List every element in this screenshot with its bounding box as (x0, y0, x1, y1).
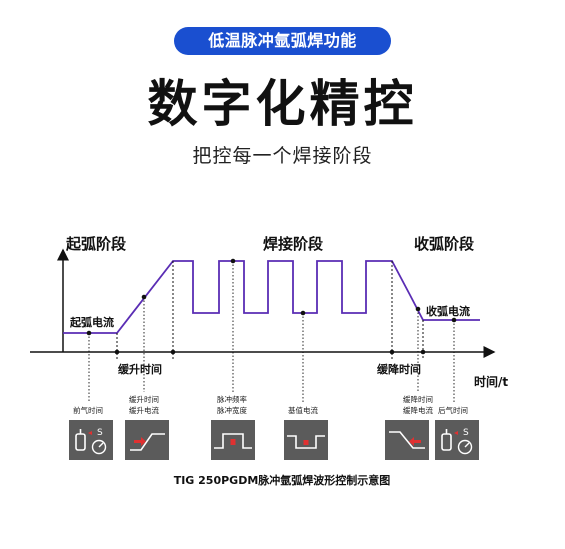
param-base-current: 基值电流 (288, 405, 318, 415)
diagram-caption: TIG 250PGDM脉冲氩弧焊波形控制示意图 (174, 473, 391, 487)
param-post-gas: 后气时间 (438, 405, 468, 415)
x-axis-label: 时间/t (474, 374, 508, 389)
stage-arc-close: 收弧阶段 (414, 235, 474, 253)
svg-text:S: S (463, 428, 469, 438)
gas-valve-icon: S (69, 420, 113, 460)
label-ramp-down-time: 缓降时间 (377, 362, 421, 376)
label-ramp-up-time: 缓升时间 (118, 362, 162, 376)
leader-lines (88, 261, 455, 402)
label-close-current: 收弧电流 (426, 304, 470, 318)
pulse-icon (211, 420, 255, 460)
label-start-current: 起弧电流 (69, 315, 114, 329)
param-ramp-up-current: 缓升电流 (129, 405, 159, 415)
svg-text:S: S (97, 428, 103, 438)
param-pulse-width: 脉冲宽度 (217, 405, 247, 415)
feature-badge: 低温脉冲氩弧焊功能 (174, 27, 391, 55)
time-guides (116, 261, 424, 360)
gas-valve-icon: S (435, 420, 479, 460)
stage-welding: 焊接阶段 (263, 235, 323, 253)
base-current-icon (284, 420, 328, 460)
point-ramp-up-start (114, 349, 120, 355)
param-pulse-freq: 脉冲频率 (217, 394, 247, 404)
param-ramp-down-current: 缓降电流 (403, 405, 433, 415)
ramp-down-icon (385, 420, 429, 460)
param-ramp-down-time: 缓降时间 (403, 394, 433, 404)
stage-arc-start: 起弧阶段 (65, 235, 126, 253)
page-title: 数字化精控 (147, 75, 418, 133)
point-ramp-up-end (170, 349, 176, 355)
current-waveform (63, 260, 480, 334)
ramp-up-icon (125, 420, 169, 460)
page-subtitle: 把控每一个焊接阶段 (192, 145, 373, 167)
point-ramp-down-start (389, 349, 395, 355)
param-ramp-up-time: 缓升时间 (129, 394, 159, 404)
param-pre-gas: 前气时间 (73, 405, 103, 415)
